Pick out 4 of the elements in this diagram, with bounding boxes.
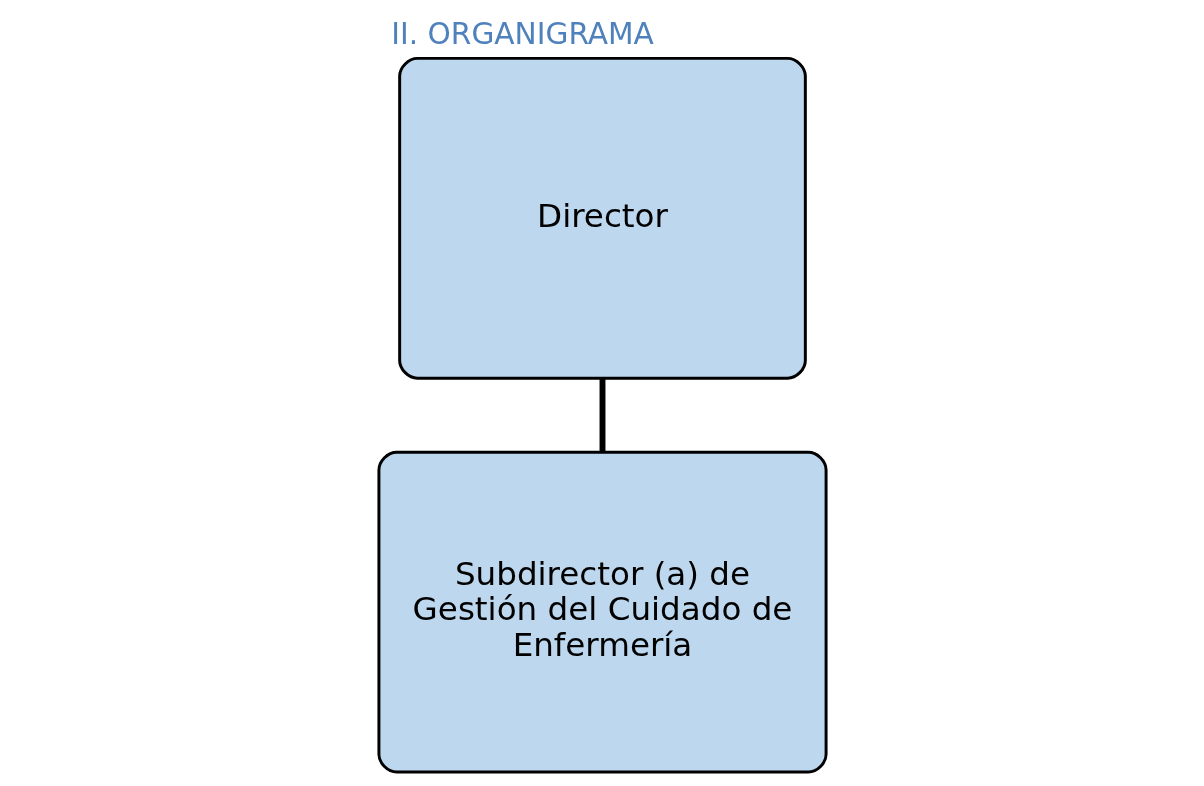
connector bbox=[599, 378, 605, 452]
node-box: Subdirector (a) de Gestión del Cuidado de Enfermería bbox=[376, 450, 828, 774]
diagram-title: II. ORGANIGRAMA bbox=[390, 16, 654, 51]
node-box: Director bbox=[397, 56, 807, 380]
